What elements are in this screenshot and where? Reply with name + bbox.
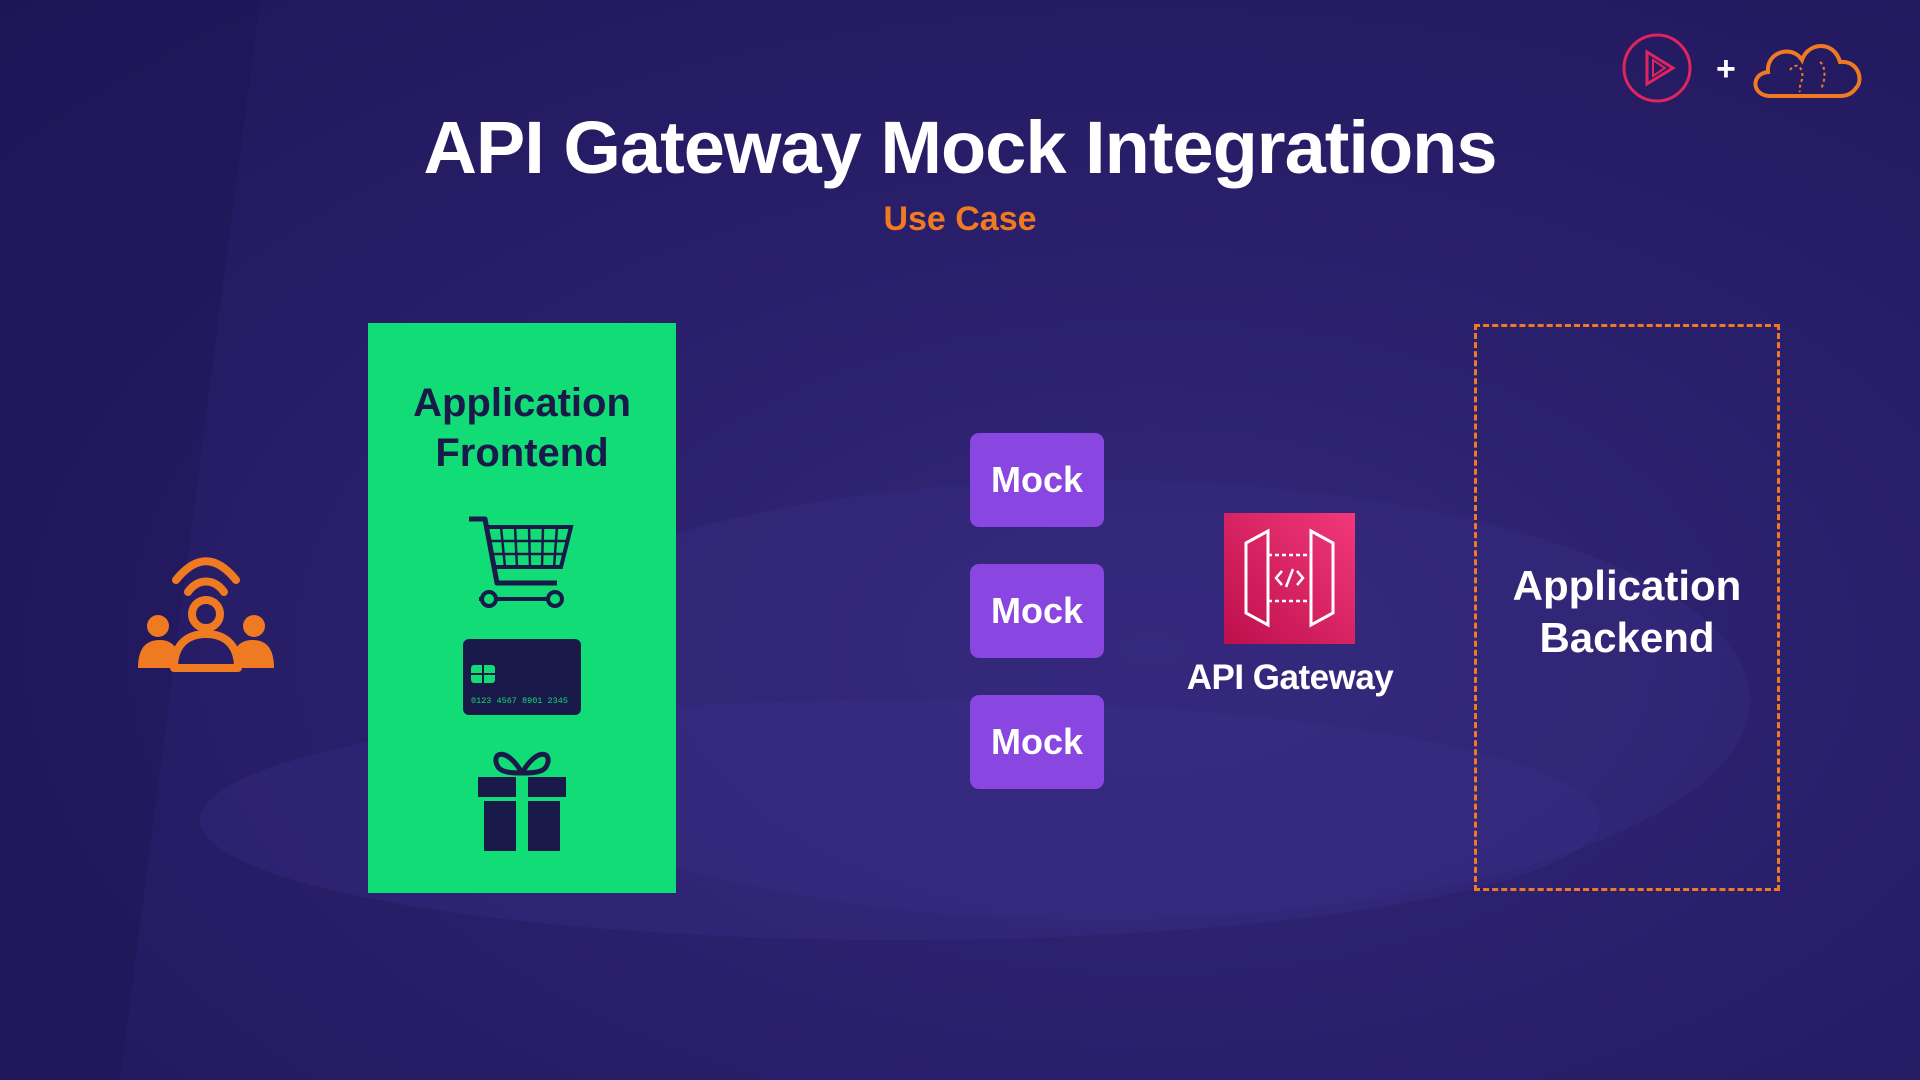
- cloud-logo-icon: [1753, 44, 1862, 98]
- users-broadcast-icon: [136, 550, 276, 675]
- mock-box-1: Mock: [970, 433, 1104, 527]
- branding: +: [1620, 30, 1880, 110]
- api-gateway-icon: [1224, 513, 1355, 644]
- backend-label-line2: Backend: [1539, 614, 1715, 661]
- card-number: 0123 4567 8901 2345: [471, 696, 568, 706]
- application-frontend: Application Frontend 0123 4567 8901 2345: [368, 323, 676, 893]
- play-logo-icon: [1622, 33, 1692, 103]
- backend-label: Application Backend: [1477, 560, 1777, 664]
- mock-box-2: Mock: [970, 564, 1104, 658]
- backend-label-line1: Application: [1512, 562, 1742, 609]
- gift-icon: [368, 743, 676, 853]
- branding-plus: +: [1716, 50, 1736, 88]
- slide-title: API Gateway Mock Integrations: [423, 106, 1497, 189]
- application-backend: Application Backend: [1474, 324, 1780, 891]
- credit-card-icon: 0123 4567 8901 2345: [368, 639, 676, 715]
- mock-box-3: Mock: [970, 695, 1104, 789]
- frontend-label-line1: Application: [413, 381, 631, 425]
- shopping-cart-icon: [368, 511, 676, 611]
- api-gateway-label: API Gateway: [1186, 658, 1394, 697]
- frontend-label-line2: Frontend: [435, 431, 609, 475]
- frontend-label: Application Frontend: [368, 378, 676, 478]
- slide-subtitle: Use Case: [883, 200, 1037, 238]
